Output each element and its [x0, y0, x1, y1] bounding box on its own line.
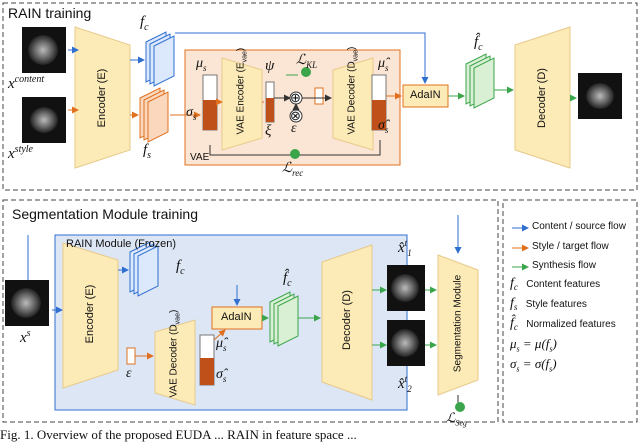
sigma-hat-fill	[372, 100, 386, 130]
top-fc-label: fc	[140, 14, 149, 33]
top-adain-label: AdaIN	[410, 89, 441, 101]
top-panel-frame	[2, 2, 638, 191]
top-decoder-label: Decoder (D)	[536, 68, 548, 128]
x-content-label: xcontent	[8, 74, 45, 92]
legend-mu-eq: μs = μ(fs)	[510, 336, 557, 354]
content-image	[22, 27, 66, 73]
times-symbol: ⊗	[290, 108, 301, 123]
top-fchat-label: f̂c	[474, 34, 483, 53]
top-fc-stack	[145, 31, 175, 87]
style-image	[22, 97, 66, 143]
segmentation-module-shape	[437, 254, 479, 396]
sigma-hat-s-label: σ̂s	[378, 118, 389, 135]
bottom-adain-label: AdaIN	[221, 311, 252, 323]
loss-rec-label: ℒrec	[282, 161, 304, 178]
legend-fc-row: fc Content features	[510, 276, 601, 292]
vae-box-label: VAE	[190, 152, 210, 163]
segmentation-module-label: Segmentation Module	[452, 274, 464, 373]
loss-kl-label: ℒKL	[296, 53, 318, 70]
top-fs-stack	[139, 87, 169, 143]
bottom-vae-decoder-label: VAE Decoder (Dvae)	[168, 310, 182, 398]
loss-kl-dot	[301, 67, 311, 77]
sigma-fill-bar	[203, 100, 217, 130]
bottom-mu-hat-label: μ̂s	[216, 336, 227, 353]
bottom-decoder-label: Decoder (D)	[341, 290, 353, 350]
rain-frozen-label: RAIN Module (Frozen)	[66, 238, 177, 250]
x1t-label: x̂t1	[398, 238, 412, 258]
legend-style-flow: Style / target flow	[532, 241, 609, 252]
psi-fill	[266, 98, 274, 122]
bottom-fchat-stack	[269, 291, 299, 347]
loss-seg-label: ℒSeg	[446, 410, 467, 428]
sigma-s-label: σs	[186, 105, 197, 122]
bottom-fc-stack	[129, 241, 159, 297]
bottom-sigma-hat-fill	[200, 358, 214, 385]
bottom-epsilon-label: ε	[126, 366, 132, 381]
bottom-encoder-label: Encoder (E)	[84, 284, 96, 344]
vae-encoder-shape	[221, 57, 263, 151]
xi-label: ξ	[265, 123, 272, 139]
plus-symbol: ⊕	[290, 90, 301, 105]
figure-caption: Fig. 1. Overview of the proposed EUDA ..…	[0, 427, 357, 442]
x-s-label: xs	[20, 328, 31, 346]
bottom-panel-title: Segmentation Module training	[12, 206, 199, 222]
plus-node	[289, 91, 303, 105]
bottom-fc-label: fc	[176, 258, 185, 277]
epsilon-label: ε	[291, 121, 297, 136]
loss-rec-dot	[290, 149, 300, 159]
epsilon-bar	[314, 87, 324, 105]
top-fs-label: fs	[143, 142, 152, 161]
bottom-vae-decoder-shape	[154, 319, 196, 406]
bottom-encoder-shape	[62, 242, 119, 389]
mu-hat-s-label: μ̂s	[378, 56, 389, 73]
x-style-label: xstyle	[8, 144, 33, 162]
psi-label: ψ	[265, 58, 275, 74]
top-decoder-shape	[514, 26, 571, 169]
x2t-label: x̂t2	[398, 374, 412, 394]
top-output-image	[578, 73, 622, 119]
bottom-source-image	[5, 280, 49, 326]
bottom-sigma-hat-label: σ̂s	[216, 367, 227, 384]
legend-fchat-row: f̂c Normalized features	[510, 316, 616, 332]
mu-s-label: μs	[196, 56, 207, 73]
top-fchat-stack	[465, 53, 495, 109]
x2t-image	[387, 320, 425, 366]
legend-fs-row: fs Style features	[510, 296, 587, 312]
legend-content-flow: Content / source flow	[532, 221, 626, 232]
loss-seg-dot	[455, 402, 465, 412]
bottom-decoder-shape	[321, 244, 373, 401]
bottom-epsilon-bar	[126, 347, 136, 365]
vae-decoder-label: VAE Decoder (Dvae)	[346, 46, 360, 135]
top-encoder-label: Encoder (E)	[96, 68, 108, 128]
bottom-panel-frame	[2, 199, 499, 423]
top-panel-title: RAIN training	[8, 5, 92, 21]
x1t-image	[387, 265, 425, 311]
legend-synthesis-flow: Synthesis flow	[532, 260, 596, 271]
legend-sigma-eq: σs = σ(fs)	[510, 356, 557, 374]
times-node	[289, 109, 303, 123]
top-encoder-shape	[74, 26, 131, 169]
legend-frame	[502, 199, 638, 423]
bottom-fchat-label: f̂c	[283, 270, 292, 289]
vae-decoder-shape	[332, 57, 374, 151]
vae-encoder-label: VAE Encoder (Evae)	[235, 47, 249, 135]
